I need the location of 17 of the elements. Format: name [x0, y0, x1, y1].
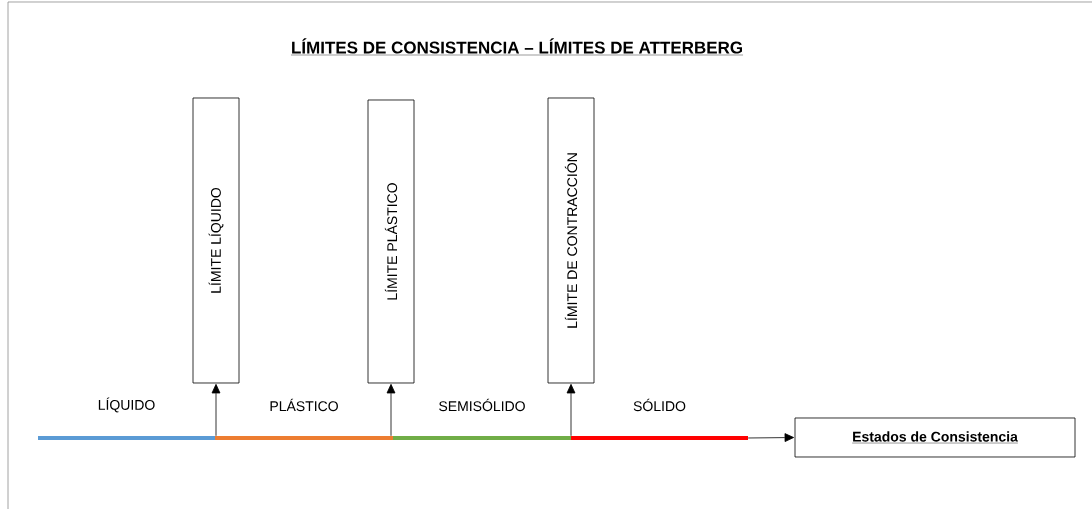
title: LÍMITES DE CONSISTENCIA – LÍMITES DE ATTERBERG	[290, 38, 744, 56]
arrow	[566, 383, 576, 437]
limit-box: LÍMITE DE CONTRACCIÓN	[547, 97, 595, 384]
limit-box: LÍMITE PLÁSTICO	[367, 99, 415, 384]
state-label: SEMISÓLIDO	[439, 398, 525, 412]
arrow	[211, 383, 221, 437]
limit-box: LÍMITE LÍQUIDO	[192, 97, 240, 384]
state-bar	[571, 436, 748, 440]
state-label: LÍQUIDO	[98, 397, 155, 413]
result-box: Estados de Consistencia	[794, 417, 1076, 458]
state-bar	[393, 436, 571, 440]
state-bar	[38, 436, 215, 440]
arrow	[386, 383, 396, 437]
state-bar	[215, 436, 393, 440]
arrow	[747, 433, 795, 442]
state-label: SÓLIDO	[633, 398, 686, 412]
state-label: PLÁSTICO	[270, 398, 338, 412]
